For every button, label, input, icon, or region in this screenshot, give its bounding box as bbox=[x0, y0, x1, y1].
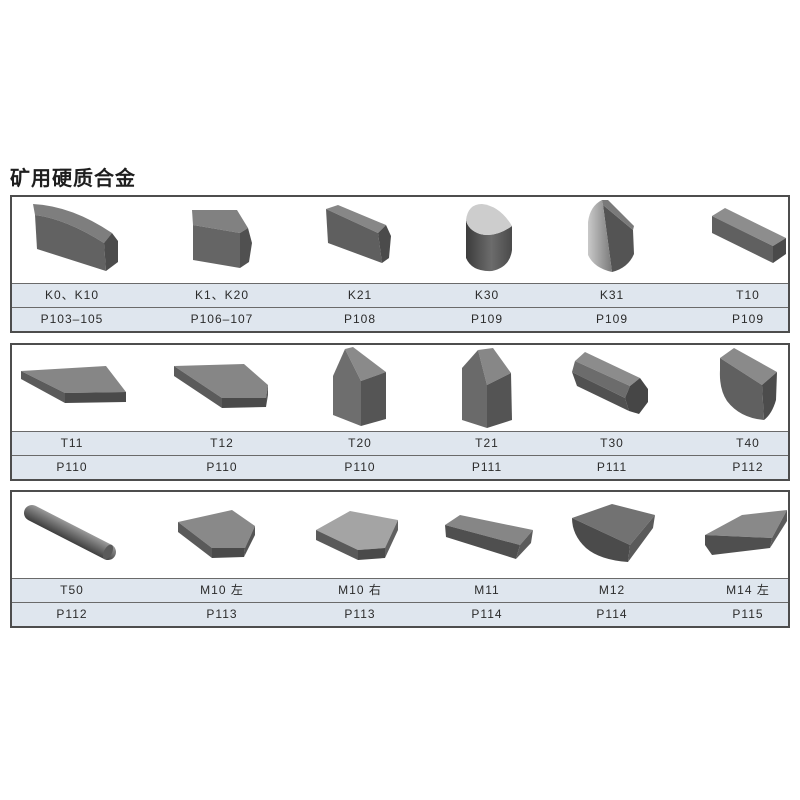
page-ref-label: P112 bbox=[56, 607, 88, 621]
page-ref-label: P115 bbox=[732, 607, 764, 621]
insert-m11-image bbox=[445, 515, 533, 559]
model-label: T11 bbox=[60, 436, 84, 450]
model-label: K30 bbox=[474, 288, 500, 302]
insert-m10-left-image bbox=[178, 510, 255, 558]
model-label: M12 bbox=[598, 583, 626, 597]
page-ref-label: P109 bbox=[595, 312, 629, 326]
model-label: M10 左 bbox=[200, 583, 244, 597]
insert-m10-right-image bbox=[316, 511, 398, 560]
insert-k1-k20-image bbox=[192, 210, 252, 268]
insert-k0-k10-image bbox=[33, 204, 118, 271]
insert-k30-image bbox=[466, 204, 512, 272]
insert-t10-image bbox=[712, 208, 786, 263]
catalog-panel-1: K0、K10 K1、K20 K21 K30 K31 T10 P103–105 P… bbox=[10, 195, 790, 333]
model-label: K21 bbox=[347, 288, 373, 302]
page-ref-label: P111 bbox=[596, 460, 628, 474]
insert-m12-image bbox=[572, 504, 655, 562]
page-ref-label: P103–105 bbox=[40, 312, 104, 326]
page-ref-label: P110 bbox=[206, 460, 238, 474]
insert-t21-image bbox=[462, 348, 512, 428]
page-ref-label: P110 bbox=[344, 460, 376, 474]
model-label: T40 bbox=[736, 436, 760, 450]
model-label: K31 bbox=[599, 288, 625, 302]
page-ref-label: P112 bbox=[732, 460, 764, 474]
model-name-row: T11 T12 T20 T21 T30 T40 bbox=[12, 431, 788, 455]
insert-m14-left-image bbox=[705, 510, 787, 555]
model-label: M11 bbox=[474, 583, 500, 597]
model-label: T50 bbox=[60, 583, 84, 597]
panel-3-image-area bbox=[12, 492, 788, 578]
page-title: 矿用硬质合金 bbox=[10, 166, 136, 190]
insert-k31-image bbox=[588, 200, 634, 272]
model-label: M10 右 bbox=[338, 583, 382, 597]
page-ref-row: P112 P113 P113 P114 P114 P115 bbox=[12, 602, 788, 626]
page-ref-label: P106–107 bbox=[190, 312, 254, 326]
page-ref-label: P111 bbox=[471, 460, 503, 474]
page-ref-label: P109 bbox=[470, 312, 504, 326]
panel-2-images bbox=[21, 347, 777, 428]
panel-1-images bbox=[33, 200, 786, 272]
model-name-row: K0、K10 K1、K20 K21 K30 K31 T10 bbox=[12, 283, 788, 307]
page-ref-label: P114 bbox=[596, 607, 628, 621]
model-label: T10 bbox=[736, 288, 760, 302]
insert-t50-image bbox=[23, 504, 116, 561]
model-label: T30 bbox=[600, 436, 624, 450]
catalog-panel-2: T11 T12 T20 T21 T30 T40 P110 P110 P110 P… bbox=[10, 343, 790, 481]
panel-2-image-area bbox=[12, 345, 788, 431]
insert-k21-image bbox=[326, 205, 391, 263]
model-label: K0、K10 bbox=[44, 288, 100, 302]
insert-t40-image bbox=[719, 348, 777, 420]
page-ref-label: P109 bbox=[731, 312, 765, 326]
page-ref-label: P108 bbox=[343, 312, 377, 326]
page-ref-row: P103–105 P106–107 P108 P109 P109 P109 bbox=[12, 307, 788, 331]
model-label: T20 bbox=[348, 436, 372, 450]
insert-t30-image bbox=[572, 352, 648, 414]
page-ref-label: P113 bbox=[344, 607, 376, 621]
page-ref-row: P110 P110 P110 P111 P111 P112 bbox=[12, 455, 788, 479]
model-label: T21 bbox=[475, 436, 499, 450]
insert-t12-image bbox=[174, 364, 268, 408]
catalog-panel-3: T50 M10 左 M10 右 M11 M12 M14 左 P112 P113 … bbox=[10, 490, 790, 628]
insert-t11-image bbox=[21, 366, 126, 403]
model-label: K1、K20 bbox=[194, 288, 250, 302]
insert-t20-image bbox=[333, 347, 386, 426]
model-label: T12 bbox=[210, 436, 234, 450]
model-name-row: T50 M10 左 M10 右 M11 M12 M14 左 bbox=[12, 578, 788, 602]
page-ref-label: P113 bbox=[206, 607, 238, 621]
page-ref-label: P110 bbox=[56, 460, 88, 474]
panel-3-images bbox=[23, 504, 787, 562]
model-label: M14 左 bbox=[726, 583, 770, 597]
panel-1-image-area bbox=[12, 197, 788, 283]
page-ref-label: P114 bbox=[471, 607, 503, 621]
